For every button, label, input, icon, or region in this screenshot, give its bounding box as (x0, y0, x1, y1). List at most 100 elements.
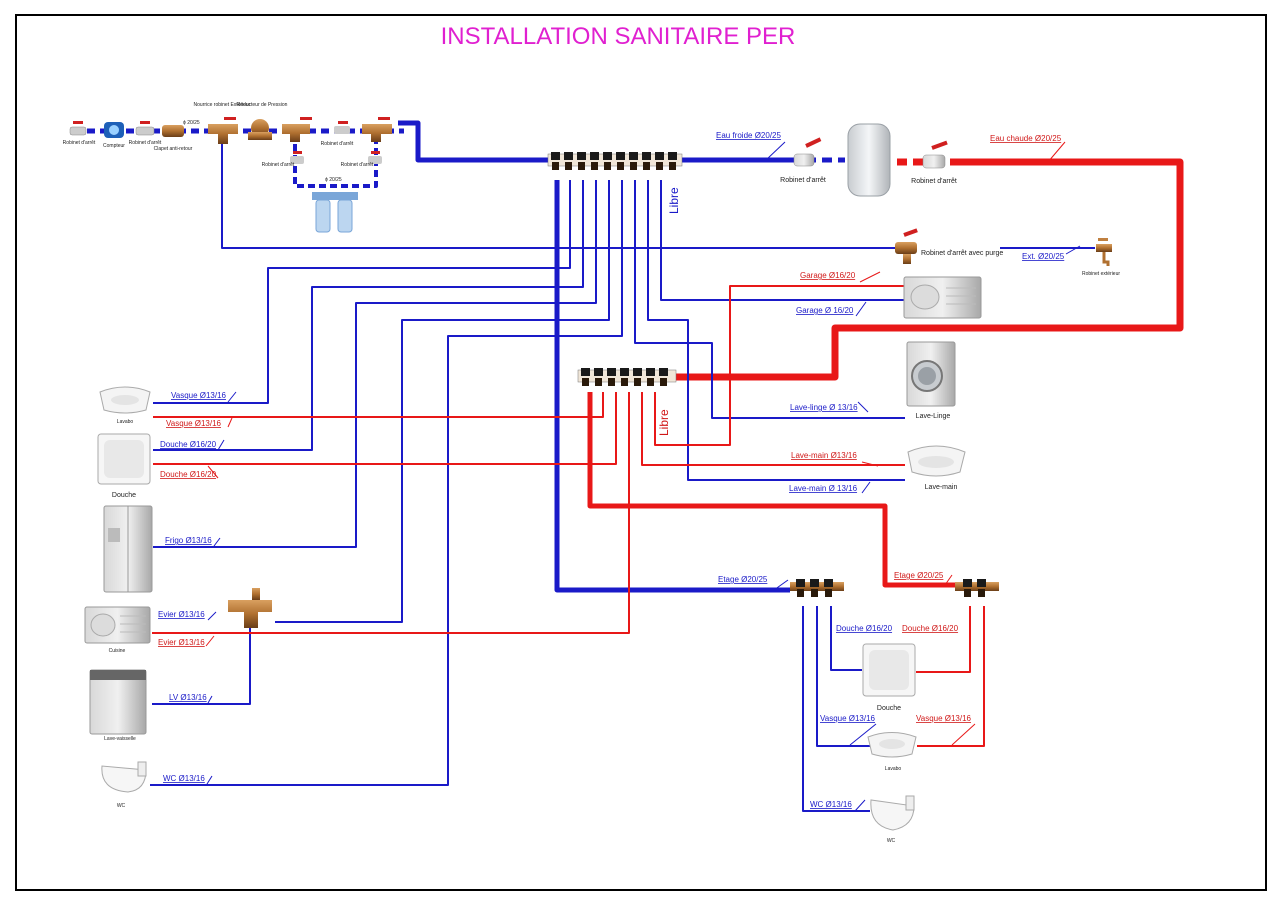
collector-valve-icon (603, 152, 612, 160)
collector-outlet-icon (630, 162, 637, 170)
tee-1-icon (282, 117, 312, 142)
etage-hot-collector (955, 579, 999, 597)
collector-outlet-icon (660, 378, 667, 386)
clapet-icon (162, 125, 184, 137)
collector-outlet-icon (582, 378, 589, 386)
cold-lavelinge-pipe (634, 180, 905, 419)
collector-valve-icon (577, 152, 586, 160)
wc-pipe-label: WC Ø13/16 (163, 774, 205, 783)
collector-valve-icon (616, 152, 625, 160)
etage-lavabo-icon (867, 732, 917, 758)
collector-outlet-icon (608, 378, 615, 386)
hot-collector (577, 368, 677, 386)
collector-valve-icon (607, 368, 616, 376)
etage-cold-collector (790, 579, 844, 597)
diam-1-label: ϕ 20/25 (183, 120, 200, 126)
robinet-arret-2-icon (135, 121, 155, 136)
collector-outlet-icon (669, 162, 676, 170)
collector-outlet-icon (595, 378, 602, 386)
collector-outlet-icon (617, 162, 624, 170)
garage-sink-icon (903, 276, 982, 319)
collector-outlet-icon (552, 162, 559, 170)
etage-vasque-cold-label: Vasque Ø13/16 (820, 714, 876, 723)
collector-outlet-icon (604, 162, 611, 170)
collector-outlet-icon (978, 589, 985, 597)
collector-outlet-icon (647, 378, 654, 386)
compteur-caption: Compteur (103, 143, 125, 149)
etage-vasque-hot-label: Vasque Ø13/16 (916, 714, 972, 723)
lave-vaisselle-icon (89, 669, 147, 735)
robinet-cold-caption: Robinet d'arrêt (780, 177, 826, 184)
nourrice-icon (208, 117, 238, 144)
libre-hot-label: Libre (657, 409, 671, 436)
etage-wc-caption: WC (887, 838, 896, 844)
cold-lv-pipe (152, 628, 251, 705)
collector-valve-icon (668, 152, 677, 160)
water-heater-icon (847, 123, 891, 197)
collector-valve-icon (564, 152, 573, 160)
collector-outlet-icon (621, 378, 628, 386)
clapet-caption: Clapet anti-retour (154, 146, 193, 152)
cold-etage-pipe (554, 180, 790, 593)
robinet-arret-3-icon (334, 121, 350, 134)
collector-outlet-icon (825, 589, 832, 597)
etage-douche-hot-label: Douche Ø16/20 (902, 624, 959, 633)
collector-valve-icon (646, 368, 655, 376)
collector-valve-icon (620, 368, 629, 376)
frame-border (15, 14, 1267, 891)
etage-hot-label: Etage Ø20/25 (894, 571, 944, 580)
frigo-pipe-label: Frigo Ø13/16 (165, 536, 212, 545)
etage-hot-vasque-pipe (917, 606, 985, 747)
wc-icon (101, 761, 147, 793)
robinet-arret-1-icon (69, 121, 87, 136)
etage-hot-douche-pipe (916, 606, 971, 673)
douche-caption: Douche (112, 492, 136, 499)
cold-collector (547, 152, 683, 170)
hot-garage-pipe (654, 285, 905, 446)
vasque-hot-label: Vasque Ø13/16 (166, 419, 222, 428)
lave-main-caption: Lave-main (925, 484, 958, 491)
reducteur-caption: Réducteur de Pression (237, 102, 288, 108)
pipes (74, 120, 1184, 812)
douche-cold-label: Douche Ø16/20 (160, 440, 217, 449)
etage-douche-icon (862, 643, 916, 697)
collector-outlet-icon (578, 162, 585, 170)
collector-valve-icon (594, 368, 603, 376)
vasque-cold-label: Vasque Ø13/16 (171, 391, 227, 400)
collector-valve-icon (796, 579, 805, 587)
garage-hot-label: Garage Ø16/20 (800, 271, 856, 280)
etage-cold-label: Etage Ø20/25 (718, 575, 768, 584)
collector-valve-icon (633, 368, 642, 376)
collector-outlet-icon (591, 162, 598, 170)
douche-icon (97, 433, 151, 485)
collector-outlet-icon (643, 162, 650, 170)
purge-valve-icon (895, 228, 918, 264)
diam-2-label: ϕ 20/25 (325, 177, 342, 183)
hot-vasque-pipe (153, 392, 604, 418)
lave-main-hot-label: Lave-main Ø13/16 (791, 451, 857, 460)
compteur-icon (104, 122, 124, 138)
libre-cold-label: Libre (667, 187, 681, 214)
washing-machine-icon (906, 341, 956, 407)
robinet-arret-3-caption: Robinet d'arrêt (321, 141, 354, 147)
robinet-arret-2-caption: Robinet d'arrêt (129, 140, 162, 146)
cold-wc-pipe (150, 180, 623, 786)
cold-lavemain-pipe (647, 180, 905, 481)
frigo-icon (103, 505, 153, 593)
collector-outlet-icon (565, 162, 572, 170)
page-title: INSTALLATION SANITAIRE PER (441, 23, 796, 50)
evier-cold-label: Evier Ø13/16 (158, 610, 205, 619)
collector-valve-icon (629, 152, 638, 160)
garage-cold-label: Garage Ø 16/20 (796, 306, 854, 315)
robinet-arret-1-caption: Robinet d'arrêt (63, 140, 96, 146)
collector-valve-icon (655, 152, 664, 160)
tee-2-icon (362, 117, 392, 142)
cold-vasque-pipe (153, 180, 571, 404)
cold-heater-valve-icon (793, 137, 822, 167)
wc-caption: WC (117, 803, 126, 809)
collector-outlet-icon (811, 589, 818, 597)
collector-valve-icon (590, 152, 599, 160)
collector-valve-icon (963, 579, 972, 587)
lavabo-caption: Lavabo (117, 419, 134, 425)
